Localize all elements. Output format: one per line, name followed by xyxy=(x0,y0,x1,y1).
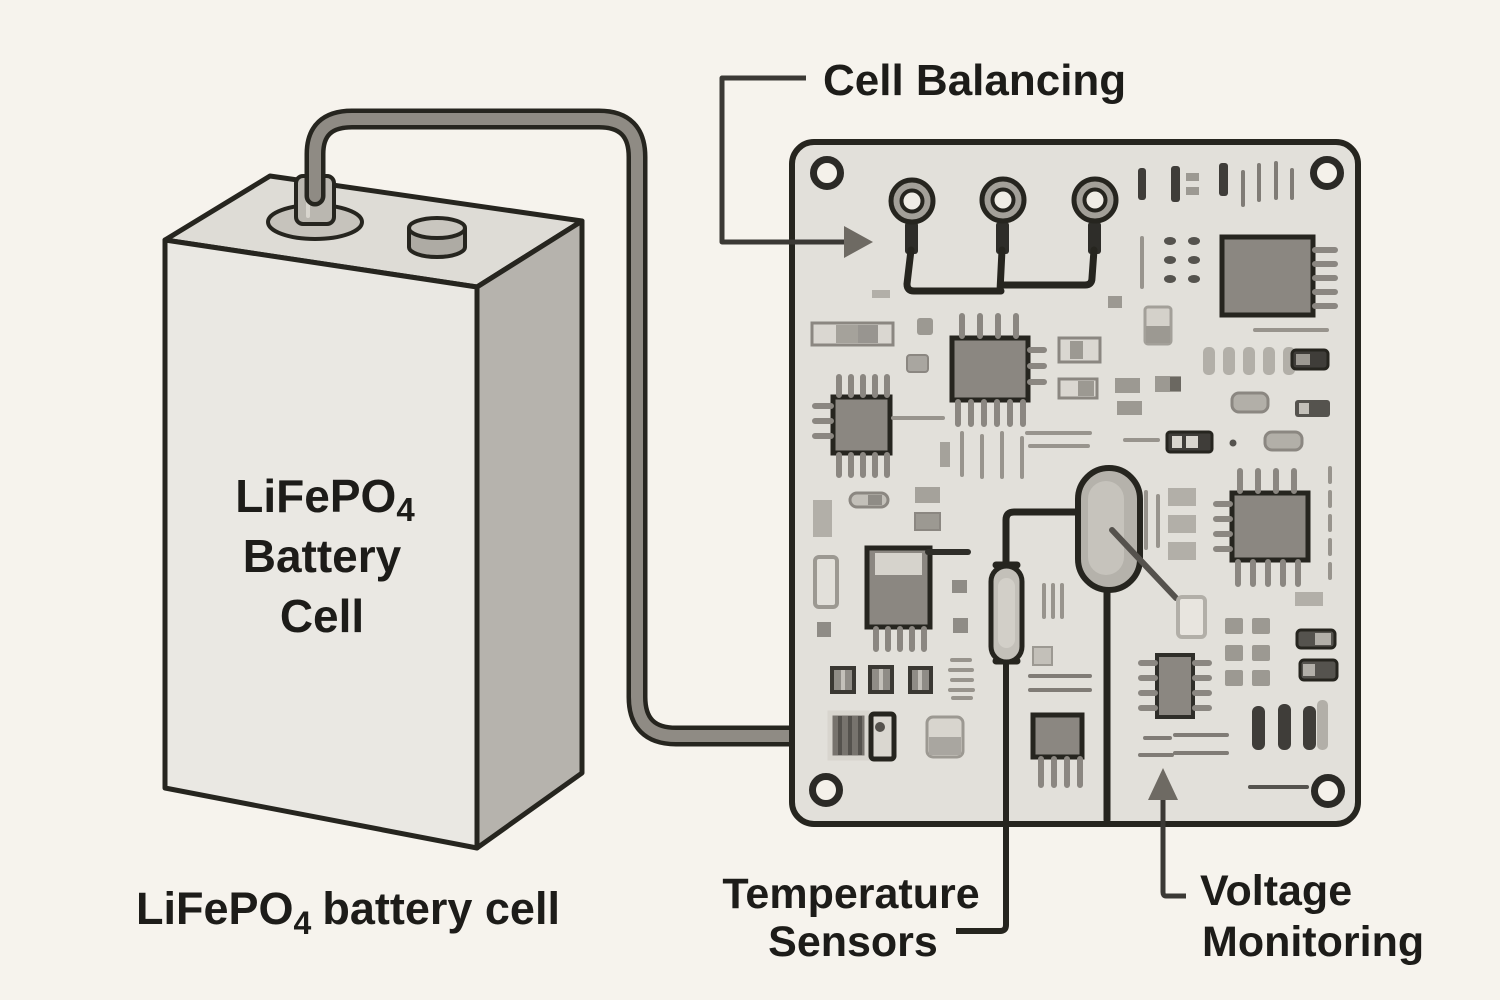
voltage-monitoring-label-line1: Voltage xyxy=(1200,867,1352,915)
voltage-monitoring-arrowhead-icon xyxy=(1148,768,1178,800)
battery-terminal-small xyxy=(407,216,467,259)
ic-chip-mid-right xyxy=(1138,653,1212,719)
cell-balancing-label: Cell Balancing xyxy=(823,56,1126,105)
smd-components xyxy=(810,161,1339,789)
temperature-sensors-leader-line xyxy=(956,663,1009,934)
temperature-sensors-label-line1: Temperature xyxy=(722,870,979,918)
ic-chip-left xyxy=(812,374,893,478)
power-transistor-left xyxy=(864,545,971,652)
ic-chip-center xyxy=(949,313,1047,427)
thermistor-pill-large xyxy=(1075,465,1143,593)
board-outline xyxy=(789,139,1361,827)
battery-label-line1: LiFePO4 xyxy=(235,470,415,528)
cell-balancing-arrowhead-icon xyxy=(844,226,873,258)
voltage-monitoring-label-line2: Monitoring xyxy=(1202,918,1424,966)
battery-label-line3: Cell xyxy=(280,590,364,642)
ring-terminal-icon-1 xyxy=(888,177,936,225)
cell-balancing-leader-line xyxy=(719,75,844,245)
resistor-row xyxy=(830,665,933,694)
battery-to-board-cable xyxy=(304,108,851,747)
sensor-pad xyxy=(1176,595,1207,639)
ring-terminal-icon-3 xyxy=(1071,176,1119,224)
mounting-hole-icons xyxy=(809,156,1345,808)
voltage-monitoring-leader-line xyxy=(1160,798,1186,899)
cable-connector xyxy=(827,710,897,762)
battery-label-line2: Battery xyxy=(243,530,402,582)
temperature-sensor-pills xyxy=(988,465,1207,824)
battery-front-face xyxy=(162,237,480,851)
ring-terminal-icon-2 xyxy=(979,176,1027,224)
temperature-sensors-label-line2: Sensors xyxy=(768,918,938,966)
bms-circuit-board xyxy=(789,139,1361,827)
battery-cell-illustration xyxy=(162,173,585,851)
battery-side-face xyxy=(474,218,585,851)
thermistor-pill-small xyxy=(988,563,1025,665)
pill-lead-line xyxy=(1109,527,1179,601)
balancing-ring-terminals xyxy=(888,176,1119,295)
ic-chip-top-right xyxy=(1219,234,1338,332)
ic-chip-right-mid xyxy=(1213,468,1311,587)
power-transistor-bottom xyxy=(1030,712,1085,788)
annotations: Cell Balancing Temperature Sensors Volta… xyxy=(136,56,1424,966)
